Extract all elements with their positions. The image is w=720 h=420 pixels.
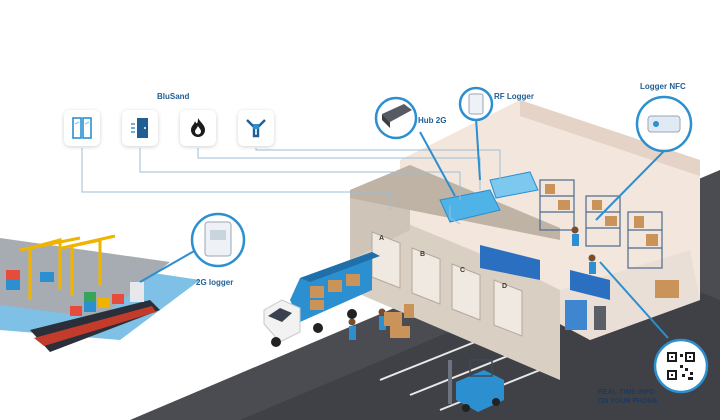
logger-nfc-label: Logger NFC [640, 82, 686, 91]
forklift-mast [448, 360, 452, 404]
water-valve-tile [238, 110, 274, 146]
access-door-tile [122, 110, 158, 146]
control-unit [565, 300, 587, 330]
sensor-connection-lines [81, 148, 501, 225]
dock-letter-d: D [502, 283, 507, 290]
workers [348, 226, 596, 340]
forklift-wheel [462, 404, 470, 412]
water-valve-icon [246, 119, 266, 138]
ship-bridge [130, 282, 144, 302]
port-cranes [19, 234, 116, 300]
forklift-body [456, 370, 504, 412]
door-sensor-icon [72, 117, 92, 139]
door-window-sensor-tile [64, 110, 100, 146]
shelf-boxes [545, 184, 679, 298]
warehouse-right-wall [520, 100, 700, 176]
ship-hull-stripe [34, 306, 156, 346]
rf-logger-device [468, 93, 484, 115]
pallets [384, 304, 414, 338]
road-marking [379, 339, 481, 381]
blusand-label: BluSand [157, 92, 190, 101]
rf-logger-label: RF Logger [494, 92, 534, 101]
truck-wheel [313, 323, 323, 333]
forklift-wheel [492, 398, 500, 406]
access-door-icon [131, 118, 148, 138]
truck-cargo [310, 274, 360, 310]
fire-sensor-icon [191, 118, 205, 137]
storage-shelves [539, 179, 663, 269]
truck-trailer-side [300, 252, 380, 282]
dock-letter-a: A [379, 235, 384, 242]
qr-code-icon [667, 352, 695, 380]
realtime-info-line-2: ON YOUR PHONE [598, 398, 658, 405]
dock-letter-c: C [460, 267, 465, 274]
realtime-info-line-1: REAL-TIME INFO [598, 389, 655, 396]
dock-doors [371, 231, 523, 337]
logger-nfc-device [647, 115, 681, 133]
workbench [570, 270, 610, 300]
fire-sensor-tile [180, 110, 216, 146]
chest-freezer-2 [489, 171, 539, 199]
dock-letter-b: B [420, 251, 425, 258]
hub-2g-label: Hub 2G [418, 116, 447, 125]
dock-containers [6, 270, 54, 290]
hub-2g-device [382, 104, 412, 122]
hub-2g-device-face [382, 114, 390, 128]
2g-logger-label: 2G logger [196, 278, 234, 287]
road-marking [409, 354, 511, 396]
production-machine [480, 245, 540, 280]
warehouse-floor [410, 230, 700, 340]
realtime-info-label: REAL-TIME INFO ON YOUR PHONE [598, 388, 657, 406]
callout-leaders [139, 117, 669, 339]
2g-logger-screen [210, 230, 226, 240]
chest-freezer [439, 189, 501, 223]
tool-station [594, 306, 606, 330]
nfc-icon [653, 121, 659, 127]
truck-windshield [268, 308, 292, 322]
truck-wheel [271, 337, 281, 347]
truck-wheel [347, 309, 357, 319]
harbor-deck [0, 238, 170, 318]
ship-containers [70, 292, 124, 316]
forklift-cage [469, 359, 493, 377]
